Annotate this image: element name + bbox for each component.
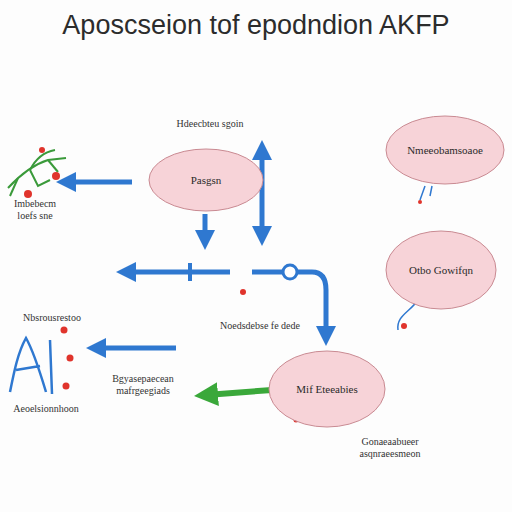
- double-arrow: [260, 150, 265, 236]
- text-label: Hdeecbteu sgoin: [150, 118, 270, 130]
- leaf: [30, 150, 55, 170]
- stem: [8, 158, 66, 188]
- ellipse-node: Otbo Gowifqn: [385, 230, 497, 310]
- node-body: Nmeeobamsoaoe: [385, 115, 505, 185]
- text-label: Aeoelsionnhoon: [0, 403, 92, 415]
- red-dot: [401, 323, 407, 329]
- leaf: [30, 170, 50, 186]
- text-label: Imbebecm loefs sne: [4, 198, 66, 222]
- ellipse-shape: [386, 116, 504, 184]
- ellipse-node: Mif Eteeabies: [268, 350, 386, 428]
- blue-arrow: [203, 214, 208, 240]
- text-label: Noedsdebse fe dede: [185, 320, 335, 332]
- red-dot: [24, 190, 32, 198]
- diagram-title: Aposcseion tof epodndion AKFP: [0, 10, 512, 41]
- blue-arrow: [126, 270, 230, 275]
- red-dot: [63, 383, 70, 390]
- ellipse-shape: [386, 231, 496, 309]
- red-dot: [61, 327, 68, 334]
- blue-arrow: [96, 346, 176, 351]
- a-symbol: [10, 338, 52, 394]
- ellipse-shape: [149, 149, 263, 211]
- ellipse-node: Nmeeobamsoaoe: [385, 115, 505, 185]
- stem: [10, 178, 18, 196]
- plant-illustration: [8, 150, 66, 196]
- node-body: Otbo Gowifqn: [385, 230, 497, 310]
- node-text: Otbo Gowifqn: [395, 264, 487, 277]
- text-label: Gonaeaabueer asqnraeesmeon: [340, 436, 440, 460]
- text-label: Nbsrousrestoo: [0, 312, 104, 324]
- ellipse-shape: [269, 351, 385, 427]
- squiggle: [420, 186, 432, 200]
- red-dot: [418, 200, 422, 204]
- red-dot: [240, 289, 246, 295]
- text-label: Bgyasepaecean mafrgeegiads: [98, 373, 188, 397]
- leaf: [48, 160, 58, 172]
- ellipse-node: Pasgsn: [148, 148, 264, 212]
- node-text: Pasgsn: [177, 174, 236, 187]
- node-text: Nmeeobamsoaoe: [393, 144, 497, 157]
- blue-arrow: [66, 180, 132, 185]
- pipe-joint: [283, 265, 297, 279]
- node-text: Mif Eteeabies: [282, 383, 371, 396]
- node-body: Mif Eteeabies: [268, 350, 386, 428]
- red-dot: [52, 172, 60, 180]
- node-body: Pasgsn: [148, 148, 264, 212]
- red-dot: [67, 355, 74, 362]
- green-arrow: [206, 390, 272, 395]
- red-dot: [39, 147, 45, 153]
- arrow-tick: [188, 263, 192, 281]
